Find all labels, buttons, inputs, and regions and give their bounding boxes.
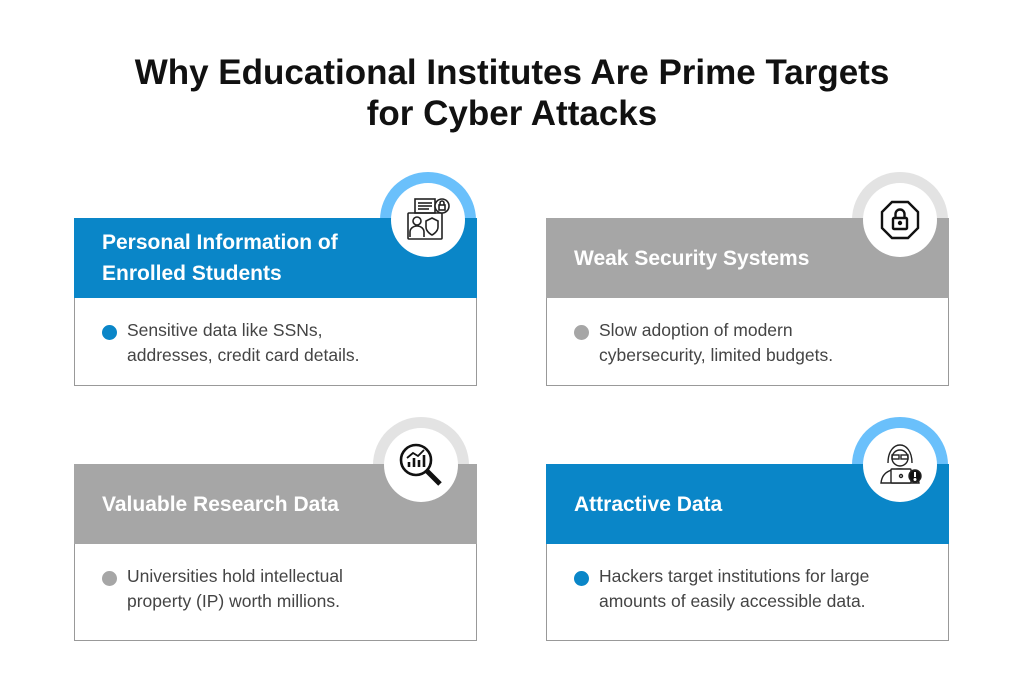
icon-circle — [384, 428, 458, 502]
heading-line: Attractive Data — [574, 492, 723, 516]
icon-circle — [863, 183, 937, 257]
title-line: for Cyber Attacks — [366, 94, 658, 133]
icon-circle — [863, 428, 937, 502]
card-research-data: Valuable Research Data Universities hold… — [74, 417, 477, 641]
card-body: Universities hold intellectual property (… — [74, 544, 477, 641]
heading-line: Personal Information of — [102, 231, 338, 254]
bullet-dot — [574, 325, 589, 340]
card-weak-security: Weak Security Systems Slow adoption of m… — [546, 172, 949, 386]
title-line: Why Educational Institutes Are Prime Tar… — [134, 53, 890, 92]
bullet-dot — [574, 571, 589, 586]
card-body: Sensitive data like SSNs, addresses, cred… — [74, 298, 477, 386]
body-line: Universities hold intellectual — [127, 566, 343, 586]
body-line: property (IP) worth millions. — [127, 591, 340, 611]
body-line: Sensitive data like SSNs, — [127, 320, 323, 340]
page-title: Why Educational Institutes Are Prime Tar… — [0, 52, 1024, 134]
body-line: Hackers target institutions for large — [599, 566, 870, 586]
card-body: Hackers target institutions for large amo… — [546, 544, 949, 641]
bullet-dot — [102, 325, 117, 340]
card-body: Slow adoption of modern cybersecurity, li… — [546, 298, 949, 386]
icon-circle — [391, 183, 465, 257]
heading-line: Enrolled Students — [102, 262, 282, 285]
id-card-lock-icon — [407, 198, 450, 240]
hacker-icon — [880, 444, 922, 484]
heading-line: Valuable Research Data — [102, 492, 339, 516]
body-line: cybersecurity, limited budgets. — [599, 345, 834, 365]
body-line: amounts of easily accessible data. — [599, 591, 866, 611]
heading-line: Weak Security Systems — [574, 246, 810, 270]
body-line: addresses, credit card details. — [127, 345, 360, 365]
bullet-dot — [102, 571, 117, 586]
chart-magnifier-icon — [399, 443, 442, 486]
shield-lock-icon — [880, 200, 920, 240]
card-personal-information: Personal Information of Enrolled Students… — [74, 172, 477, 386]
body-line: Slow adoption of modern — [599, 320, 793, 340]
card-attractive-data: Attractive Data Hackers target instituti… — [546, 417, 949, 641]
